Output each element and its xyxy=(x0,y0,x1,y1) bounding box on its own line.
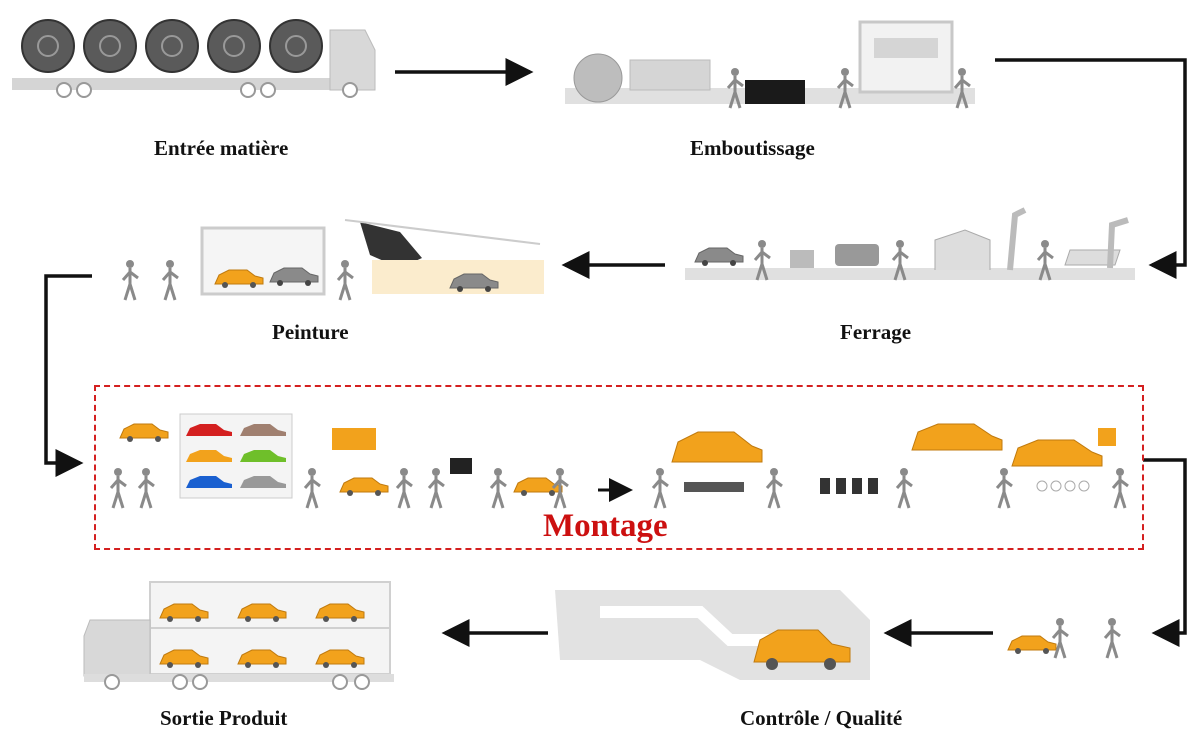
stage-label-peinture: Peinture xyxy=(272,320,349,344)
arrow-montage-controle xyxy=(1143,458,1187,647)
stage-label-entree: Entrée matière xyxy=(154,136,289,160)
paint-booth-icon xyxy=(121,219,544,302)
stage-label-controle: Contrôle / Qualité xyxy=(740,706,903,730)
steel-coil-truck-icon xyxy=(12,19,376,98)
stage-label-ferrage: Ferrage xyxy=(840,320,912,344)
stage-label-emboutissage: Emboutissage xyxy=(690,136,815,160)
stage-label-sortie: Sortie Produit xyxy=(160,706,288,730)
assembly-line-icon xyxy=(109,413,1130,510)
car-transporter-icon xyxy=(83,581,394,690)
quality-tunnel-icon xyxy=(555,590,1122,680)
montage-highlight-box xyxy=(94,385,1144,550)
stage-label-montage: Montage xyxy=(543,508,668,544)
press-line-icon xyxy=(565,20,975,110)
arrow-peinture-montage xyxy=(44,274,92,477)
welding-robot-line-icon xyxy=(685,207,1135,282)
arrow-emboutissage-ferrage xyxy=(995,58,1187,279)
flow-arrows xyxy=(44,58,1187,647)
